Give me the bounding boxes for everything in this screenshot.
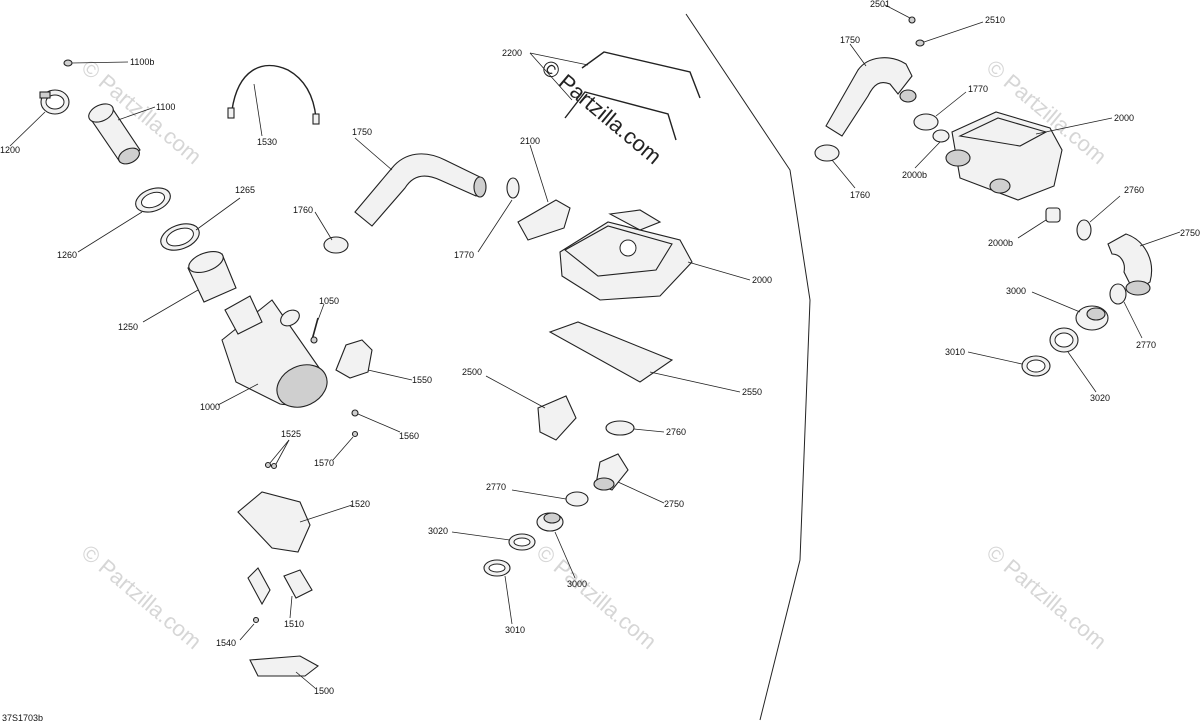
label-2000-center: 2000 bbox=[752, 275, 772, 285]
label-1750-left: 1750 bbox=[352, 127, 372, 137]
section-divider bbox=[685, 13, 811, 721]
label-2550: 2550 bbox=[742, 387, 762, 397]
part-2000b-b bbox=[1045, 207, 1061, 223]
label-2100: 2100 bbox=[520, 136, 540, 146]
part-2000-right bbox=[945, 111, 1063, 201]
label-1100: 1100 bbox=[156, 102, 175, 112]
label-1265: 1265 bbox=[235, 185, 255, 195]
label-3010-right: 3010 bbox=[945, 347, 965, 357]
label-2000-right: 2000 bbox=[1114, 113, 1134, 123]
label-1570: 1570 bbox=[314, 458, 334, 468]
watermark-bottom-left: © Partzilla.com bbox=[77, 540, 207, 654]
label-2770-center: 2770 bbox=[486, 482, 506, 492]
label-2000b-b: 2000b bbox=[988, 238, 1013, 248]
label-1530: 1530 bbox=[257, 137, 277, 147]
part-1540 bbox=[252, 616, 260, 624]
label-2760-center: 2760 bbox=[666, 427, 686, 437]
part-1260 bbox=[135, 187, 171, 213]
label-2000b-a: 2000b bbox=[902, 170, 927, 180]
label-1000: 1000 bbox=[200, 402, 220, 412]
label-3020-center: 3020 bbox=[428, 526, 448, 536]
part-3000-center bbox=[536, 512, 564, 532]
part-1100b bbox=[63, 59, 73, 67]
part-3020-center bbox=[508, 533, 536, 551]
part-2510 bbox=[915, 39, 925, 47]
part-1500 bbox=[249, 655, 319, 677]
label-1540: 1540 bbox=[216, 638, 236, 648]
part-2760-right bbox=[1076, 219, 1092, 241]
label-2760-right: 2760 bbox=[1124, 185, 1144, 195]
label-2200: 2200 bbox=[502, 48, 522, 58]
part-1770-right bbox=[913, 113, 939, 131]
label-3000-center: 3000 bbox=[567, 579, 587, 589]
label-2770-right: 2770 bbox=[1136, 340, 1156, 350]
label-1500: 1500 bbox=[314, 686, 334, 696]
part-2000b-a bbox=[932, 129, 950, 143]
label-1520: 1520 bbox=[350, 499, 370, 509]
part-1750-right bbox=[825, 57, 913, 137]
label-2750-center: 2750 bbox=[664, 499, 684, 509]
part-2200-b bbox=[564, 91, 677, 141]
part-1265 bbox=[160, 223, 200, 251]
part-1550 bbox=[335, 339, 373, 379]
part-2770-right bbox=[1109, 283, 1127, 305]
label-1760-right: 1760 bbox=[850, 190, 870, 200]
part-1520 bbox=[237, 491, 311, 553]
part-1100 bbox=[88, 103, 141, 165]
part-1760-left bbox=[323, 236, 349, 254]
part-1200 bbox=[39, 89, 70, 115]
part-1250 bbox=[187, 250, 237, 303]
label-1750-right: 1750 bbox=[840, 35, 860, 45]
part-3010-center bbox=[483, 559, 511, 577]
part-1760-right bbox=[814, 144, 840, 162]
label-1100b: 1100b bbox=[130, 57, 154, 67]
label-1510: 1510 bbox=[284, 619, 304, 629]
part-2500 bbox=[537, 395, 577, 441]
diagram-code: 37S1703b bbox=[2, 713, 43, 723]
label-3000-right: 3000 bbox=[1006, 286, 1026, 296]
label-1550: 1550 bbox=[412, 375, 432, 385]
label-1560: 1560 bbox=[399, 431, 419, 441]
part-1525 bbox=[264, 461, 278, 470]
part-1530 bbox=[231, 65, 317, 119]
label-2750-right: 2750 bbox=[1180, 228, 1200, 238]
part-2770-center bbox=[565, 491, 589, 507]
part-1000 bbox=[221, 295, 328, 408]
label-1250: 1250 bbox=[118, 322, 138, 332]
label-2500: 2500 bbox=[462, 367, 482, 377]
label-2501: 2501 bbox=[870, 0, 890, 9]
part-2200-a bbox=[581, 51, 701, 99]
label-3010-center: 3010 bbox=[505, 625, 525, 635]
label-1260: 1260 bbox=[57, 250, 77, 260]
part-3010-right bbox=[1021, 355, 1051, 377]
part-1770-center bbox=[506, 177, 520, 199]
part-1510-b bbox=[283, 569, 313, 599]
part-2100 bbox=[517, 199, 571, 241]
part-3020-right bbox=[1049, 327, 1079, 353]
part-2760-center bbox=[605, 420, 635, 436]
label-1525: 1525 bbox=[281, 429, 301, 439]
watermark-bottom-center: © Partzilla.com bbox=[532, 540, 662, 654]
watermark-center: © Partzilla.com bbox=[537, 55, 667, 169]
label-1770-right: 1770 bbox=[968, 84, 988, 94]
label-1050: 1050 bbox=[319, 296, 339, 306]
part-3000-right bbox=[1075, 305, 1109, 331]
part-1560 bbox=[351, 409, 359, 417]
part-2000-center bbox=[559, 209, 693, 301]
label-3020-right: 3020 bbox=[1090, 393, 1110, 403]
part-2501 bbox=[908, 16, 916, 24]
part-1050 bbox=[310, 317, 319, 344]
part-1570 bbox=[351, 430, 359, 438]
label-2510: 2510 bbox=[985, 15, 1005, 25]
part-1510-a bbox=[247, 567, 271, 606]
part-1750-left bbox=[354, 153, 483, 227]
label-1200: 1200 bbox=[0, 145, 20, 155]
watermark-bottom-right: © Partzilla.com bbox=[982, 540, 1112, 654]
label-1760-left: 1760 bbox=[293, 205, 313, 215]
label-1770-center: 1770 bbox=[454, 250, 474, 260]
part-2550 bbox=[548, 321, 674, 383]
